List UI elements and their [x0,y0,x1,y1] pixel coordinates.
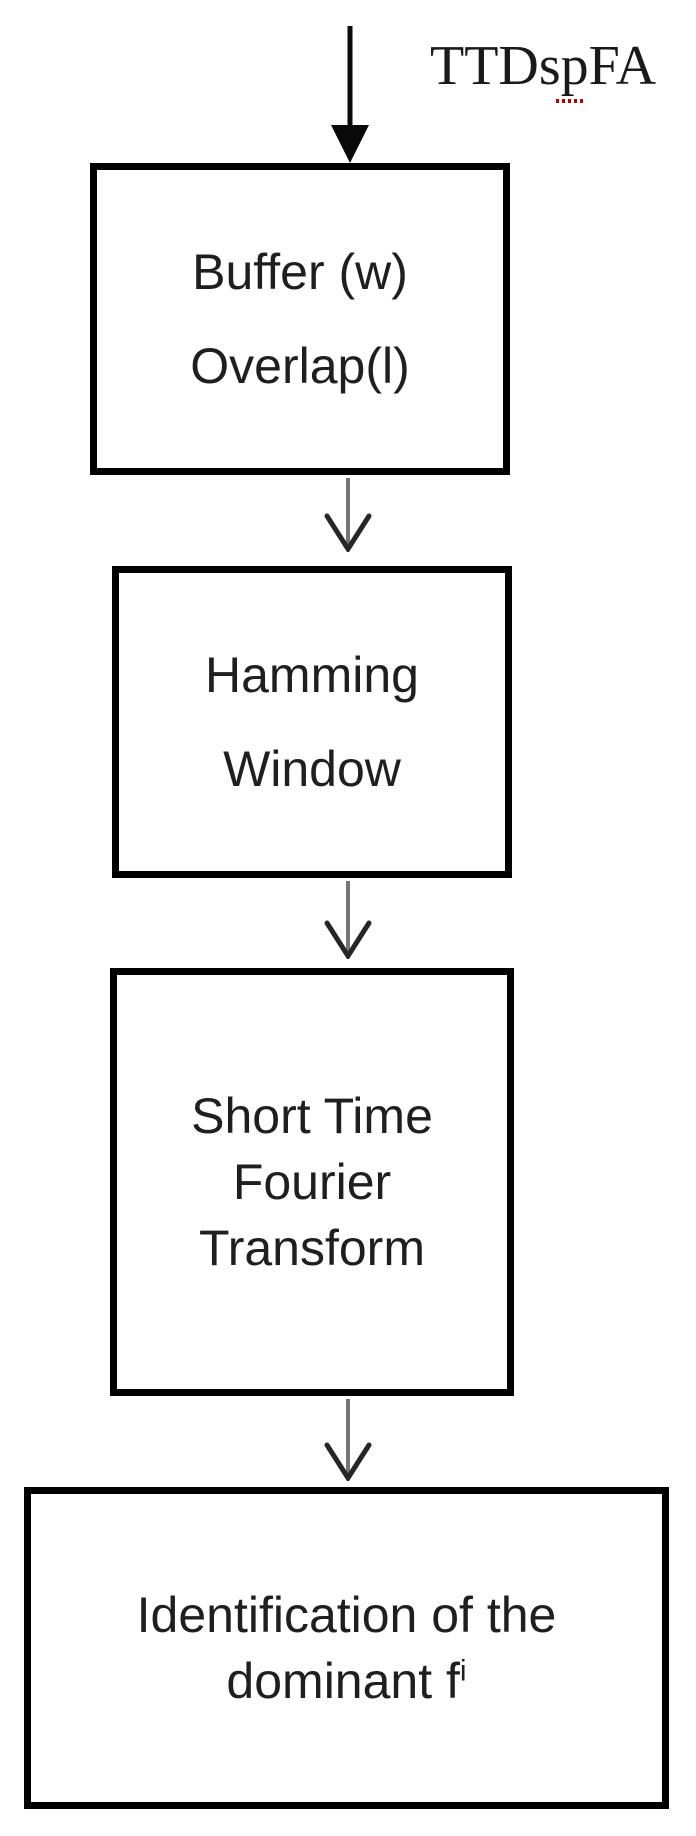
node-line-text: Identification of the [136,1587,557,1643]
node-line-text: dominant f [226,1653,460,1709]
flow-arrow-icon [324,1399,372,1481]
input-signal-label: TTDspFA [430,35,657,97]
superscript-i: i [459,1654,467,1688]
flow-node-hamming-window: Hamming Window [112,566,512,878]
node-line: Window [223,741,401,797]
input-arrow-icon [331,26,369,163]
flow-arrow-icon [324,478,372,552]
flow-arrow-icon [324,881,372,959]
node-line: Short Time [191,1088,433,1144]
node-line: Hamming [205,647,419,703]
node-line: Buffer (w) [192,244,408,300]
node-line: dominant fi [226,1648,466,1714]
node-line: Fourier [232,1154,392,1210]
flow-node-buffer-overlap: Buffer (w) Overlap(l) [90,163,510,475]
node-line: Overlap(l) [190,338,410,394]
node-line: Transform [199,1220,425,1276]
node-line: Identification of the [137,1582,557,1648]
spellcheck-squiggle-icon [556,99,583,103]
flow-node-dominant-frequency: Identification of the dominant fi [24,1487,669,1809]
flow-node-stft: Short Time Fourier Transform [110,968,514,1396]
